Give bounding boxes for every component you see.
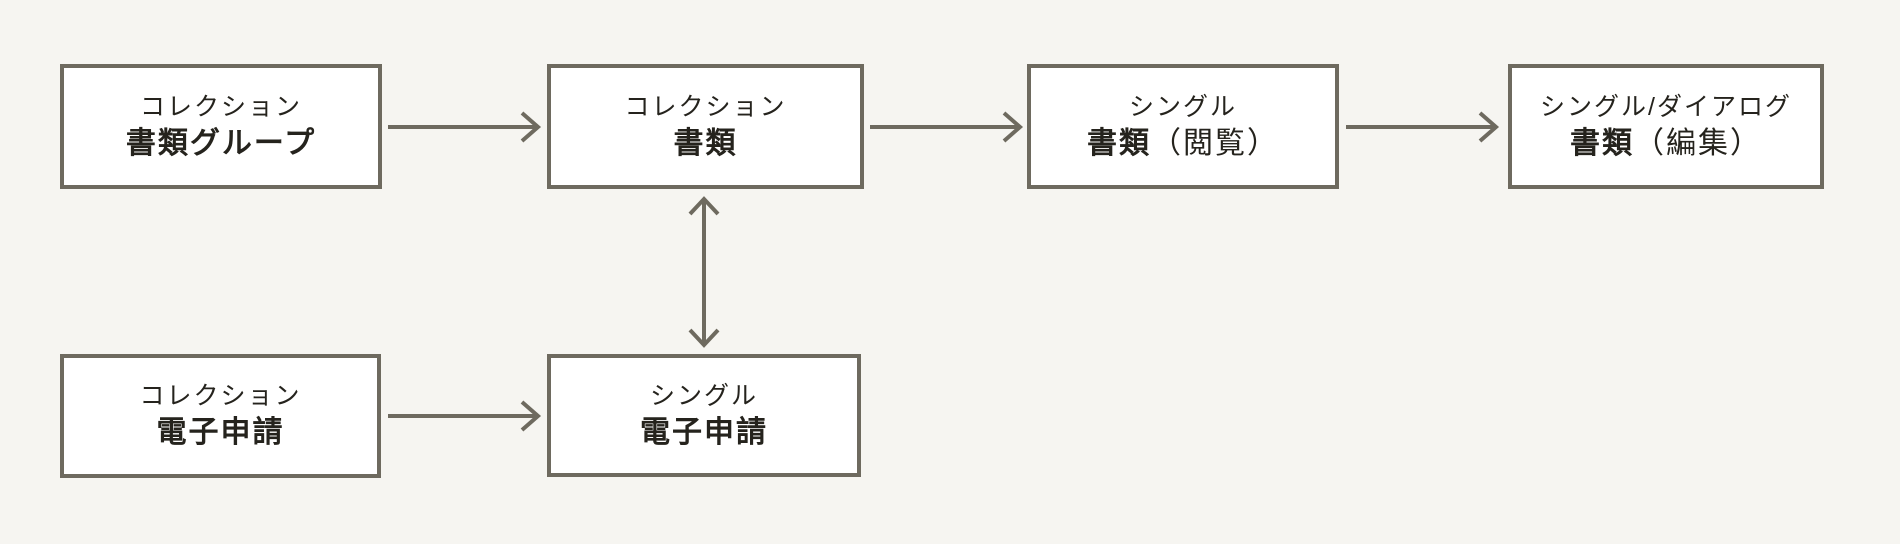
node-type-label: コレクション <box>624 92 787 121</box>
node-type-label: コレクション <box>139 92 302 121</box>
node-eapp-single: シングル 電子申請 <box>547 354 861 477</box>
node-title: 書類 <box>673 126 738 160</box>
node-doc-edit: シングル/ダイアログ 書類（編集） <box>1508 64 1824 189</box>
node-title: 電子申請 <box>156 416 285 449</box>
node-title: 電子申請 <box>640 415 768 449</box>
node-title: 書類グループ <box>125 126 317 160</box>
node-type-label: シングル/ダイアログ <box>1540 92 1792 121</box>
node-doc-view: シングル 書類（閲覧） <box>1027 64 1339 189</box>
node-eapp-collection: コレクション 電子申請 <box>60 354 381 478</box>
node-type-label: コレクション <box>139 382 302 410</box>
arrow-right-icon <box>868 107 1026 147</box>
arrow-vertical-both-icon <box>684 196 724 348</box>
node-doc: コレクション 書類 <box>547 64 864 189</box>
arrow-right-icon <box>386 396 544 436</box>
node-type-label: シングル <box>649 381 758 410</box>
node-title: 書類（編集） <box>1570 126 1762 160</box>
node-type-label: シングル <box>1128 92 1237 121</box>
node-title: 書類（閲覧） <box>1087 126 1279 160</box>
node-doc-group: コレクション 書類グループ <box>60 64 382 189</box>
arrow-right-icon <box>386 107 544 147</box>
arrow-right-icon <box>1344 107 1502 147</box>
